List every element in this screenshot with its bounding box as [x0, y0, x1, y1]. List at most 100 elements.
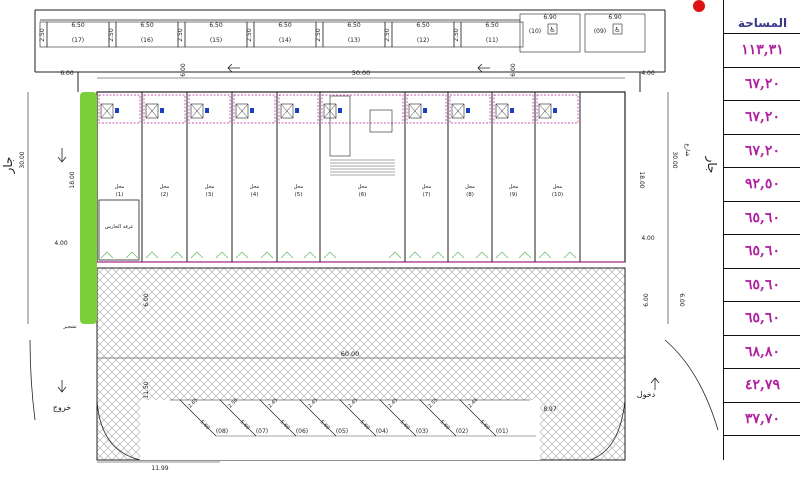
curb-curve	[29, 339, 36, 421]
building-wall	[96, 91, 626, 263]
wc-box	[408, 103, 422, 119]
door-mark	[475, 251, 489, 259]
gap-dim: 2.50	[246, 28, 253, 42]
space-width: 6.50	[416, 22, 430, 29]
top-total-dim: 50.00	[352, 69, 371, 77]
bay-label: (04)	[376, 428, 388, 435]
fixture-icon	[115, 108, 119, 113]
service-block	[406, 94, 447, 124]
area-row: ٦٨,٨٠	[724, 336, 800, 369]
service-block	[536, 94, 579, 124]
bay-line	[419, 399, 457, 437]
shop-label: محل	[422, 184, 432, 190]
bay-label: (03)	[416, 428, 428, 435]
gap-dim: 2.50	[384, 28, 391, 42]
curb-curve	[664, 339, 719, 431]
space-label: (17)	[72, 37, 84, 44]
door-mark	[323, 251, 337, 259]
parking-space	[460, 21, 524, 48]
door-mark	[100, 251, 114, 259]
traffic-arrow-icon	[477, 63, 490, 73]
shop-label: محل	[205, 184, 215, 190]
building-outline: محل(1)محل(2)محل(3)محل(4)محل(5)محل(6)محل(…	[96, 91, 626, 269]
wc-cross	[235, 103, 249, 119]
exit-label: خروج	[53, 403, 71, 412]
door-mark	[388, 251, 402, 259]
door-mark	[215, 251, 229, 259]
street-label: شارع	[684, 143, 691, 156]
wc-box	[235, 103, 249, 119]
parking-area	[96, 267, 626, 461]
door-mark	[431, 251, 445, 259]
shop-label: محل	[553, 184, 563, 190]
wc-box	[280, 103, 294, 119]
wheelchair-icon	[612, 23, 623, 35]
depth-right-dim: 18.00	[638, 171, 645, 188]
door-mark	[145, 251, 159, 259]
accessible-label: (10)	[529, 28, 541, 35]
guard-room-label: غرفة الحارس	[105, 224, 134, 230]
service-block	[493, 94, 534, 124]
fixture-icon	[510, 108, 514, 113]
guard-room	[98, 199, 140, 261]
gap-dim: 2.50	[177, 28, 184, 42]
space-label: (12)	[417, 37, 429, 44]
door-mark	[303, 251, 317, 259]
shop-number: (1)	[116, 192, 124, 198]
shop-number: (7)	[423, 192, 431, 198]
wc-cross	[495, 103, 509, 119]
site-boundary	[34, 9, 666, 92]
red-marker-icon	[693, 0, 705, 12]
wc-box	[451, 103, 465, 119]
door-mark	[563, 251, 577, 259]
door-mark	[408, 251, 422, 259]
service-block	[233, 94, 276, 124]
accessible-space	[584, 13, 646, 53]
bay-label: (01)	[496, 428, 508, 435]
bay-line	[219, 399, 257, 437]
shop-number: (8)	[466, 192, 474, 198]
wc-cross	[538, 103, 552, 119]
shop-number: (4)	[251, 192, 259, 198]
area-row: ٣٧,٧٠	[724, 403, 800, 436]
bay-label: (07)	[256, 428, 268, 435]
depth-left-dim: 18.00	[69, 171, 76, 188]
wheelchair-glyph: ♿	[549, 26, 555, 34]
shop-number: (10)	[552, 192, 563, 198]
space-label: (16)	[141, 37, 153, 44]
area-row: ٦٥,٦٠	[724, 302, 800, 336]
wc-cross	[100, 103, 114, 119]
parking-left-dim: 6.00	[143, 293, 150, 307]
door-mark	[495, 251, 509, 259]
bay-line	[339, 399, 377, 437]
parking-right-dim: 6.00	[643, 293, 650, 307]
area-row: ٦٧,٢٠	[724, 101, 800, 135]
stair-core	[329, 95, 351, 157]
dim-label: 6.00	[180, 63, 187, 77]
wc-cross	[451, 103, 465, 119]
wheelchair-glyph: ♿	[614, 26, 620, 34]
fixture-icon	[250, 108, 254, 113]
space-label: (11)	[486, 37, 498, 44]
right-top-dim: 4.00	[641, 70, 655, 77]
shop-number: (9)	[510, 192, 518, 198]
service-block	[321, 94, 404, 124]
shop-label: محل	[294, 184, 304, 190]
bottom-left-dim: 4.00	[54, 240, 68, 247]
total-right-dim: 30.00	[671, 151, 678, 168]
fixture-icon	[553, 108, 557, 113]
shop-label: محل	[509, 184, 519, 190]
green-planting-strip	[80, 92, 97, 324]
door-mark	[260, 251, 274, 259]
dim-label: 6.00	[510, 63, 517, 77]
service-block	[143, 94, 186, 124]
curb-curve	[589, 399, 626, 461]
green-label: تشجير	[62, 324, 77, 330]
door-mark	[518, 251, 532, 259]
door-mark	[170, 251, 184, 259]
area-row: ٩٢,٥٠	[724, 168, 800, 202]
bay-label: (02)	[456, 428, 468, 435]
